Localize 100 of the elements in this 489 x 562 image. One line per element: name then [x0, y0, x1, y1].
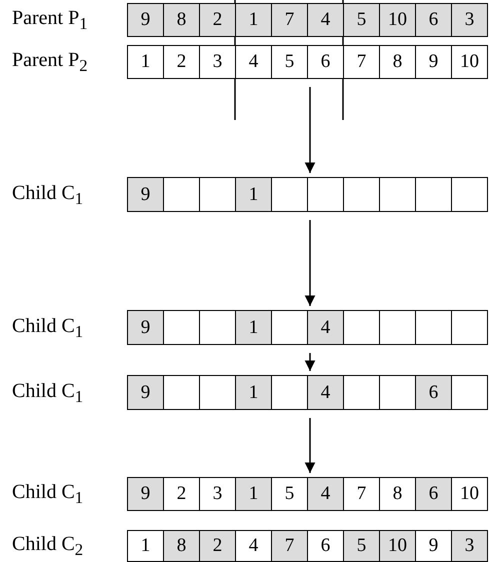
- gene-value: 5: [284, 483, 294, 505]
- gene-cell: [451, 477, 488, 511]
- gene-cell: [307, 45, 344, 79]
- arrow: [304, 353, 316, 371]
- gene-cell: [271, 477, 308, 511]
- gene-value: 7: [356, 51, 366, 73]
- gene-value: 2: [176, 483, 186, 505]
- gene-value: 9: [140, 483, 150, 505]
- gene-value: 6: [428, 9, 438, 31]
- gene-value: 3: [464, 535, 474, 557]
- gene-cell: [379, 45, 416, 79]
- gene-value: 10: [460, 483, 479, 505]
- arrow: [304, 220, 316, 306]
- gene-cell: [271, 530, 308, 562]
- gene-cell: [415, 477, 452, 511]
- gene-cell: [163, 3, 200, 37]
- gene-cell: [163, 530, 200, 562]
- gene-cell: [307, 310, 344, 345]
- gene-cell: [451, 45, 488, 79]
- gene-cell: [235, 45, 272, 79]
- gene-value: 2: [212, 535, 222, 557]
- row-label: Child C$_{2}$: [12, 533, 84, 560]
- gene-cell: [235, 177, 272, 212]
- row-label: Parent P$_{2}$: [12, 49, 88, 76]
- gene-value: 1: [140, 535, 150, 557]
- gene-cell: [343, 477, 380, 511]
- gene-value: 7: [356, 483, 366, 505]
- gene-value: 4: [320, 483, 330, 505]
- gene-value: 4: [320, 382, 330, 404]
- gene-value: 4: [248, 535, 258, 557]
- gene-cell: [271, 3, 308, 37]
- gene-value: 3: [464, 9, 474, 31]
- gene-cell: [127, 530, 164, 562]
- gene-value: 8: [176, 9, 186, 31]
- gene-cell: [235, 375, 272, 410]
- gene-cell: [379, 3, 416, 37]
- gene-cell: [307, 375, 344, 410]
- gene-value: 1: [140, 51, 150, 73]
- gene-value: 4: [320, 9, 330, 31]
- gene-cell: [199, 477, 236, 511]
- gene-cell: [415, 375, 452, 410]
- gene-value: 7: [284, 535, 294, 557]
- gene-cell: [343, 3, 380, 37]
- arrow: [304, 87, 316, 173]
- gene-cell: [163, 45, 200, 79]
- row-label: Child C$_{1}$: [12, 380, 84, 406]
- gene-value: 1: [248, 184, 258, 206]
- gene-cell: [415, 530, 452, 562]
- gene-value: 9: [140, 382, 150, 404]
- gene-value: 9: [140, 9, 150, 31]
- gene-cell: [127, 477, 164, 511]
- gene-value: 9: [428, 51, 438, 73]
- gene-value: 6: [320, 51, 330, 73]
- arrow: [304, 418, 316, 473]
- gene-cell: [379, 530, 416, 562]
- row-label: Child C$_{1}$: [12, 481, 84, 508]
- gene-cell: [415, 3, 452, 37]
- gene-value: 5: [356, 535, 366, 557]
- gene-value: 9: [140, 316, 150, 338]
- gene-value: 4: [320, 316, 330, 338]
- gene-cell: [343, 530, 380, 562]
- gene-value: 10: [388, 535, 407, 557]
- gene-cell: [235, 477, 272, 511]
- gene-cell: [127, 3, 164, 37]
- gene-value: 9: [428, 535, 438, 557]
- gene-value: 8: [392, 51, 402, 73]
- gene-cell: [379, 477, 416, 511]
- gene-cell: [127, 45, 164, 79]
- gene-cell: [235, 3, 272, 37]
- gene-cell: [307, 477, 344, 511]
- gene-value: 4: [248, 51, 258, 73]
- gene-value: 6: [428, 483, 438, 505]
- gene-value: 6: [320, 535, 330, 557]
- gene-cell: [199, 45, 236, 79]
- gene-value: 5: [284, 51, 294, 73]
- gene-cell: [451, 530, 488, 562]
- gene-value: 2: [212, 9, 222, 31]
- gene-cell: [451, 3, 488, 37]
- row-label: Parent P$_{1}$: [12, 7, 88, 34]
- gene-cell: [307, 3, 344, 37]
- gene-cell: [343, 45, 380, 79]
- gene-cell: [163, 477, 200, 511]
- gene-cell: [271, 45, 308, 79]
- gene-cell: [127, 375, 164, 410]
- gene-value: 1: [248, 483, 258, 505]
- row-label: Child C$_{1}$: [12, 314, 84, 342]
- gene-value: 3: [212, 51, 222, 73]
- gene-value: 8: [176, 535, 186, 557]
- gene-cell: [127, 310, 164, 345]
- gene-cell: [307, 530, 344, 562]
- gene-value: 10: [388, 9, 407, 31]
- gene-value: 5: [356, 9, 366, 31]
- gene-cell: [415, 45, 452, 79]
- gene-cell: [127, 177, 164, 212]
- gene-cell: [235, 310, 272, 345]
- gene-value: 1: [248, 316, 258, 338]
- gene-value: 10: [460, 51, 479, 73]
- gene-value: 1: [248, 9, 258, 31]
- gene-cell: [199, 530, 236, 562]
- gene-cell: [199, 3, 236, 37]
